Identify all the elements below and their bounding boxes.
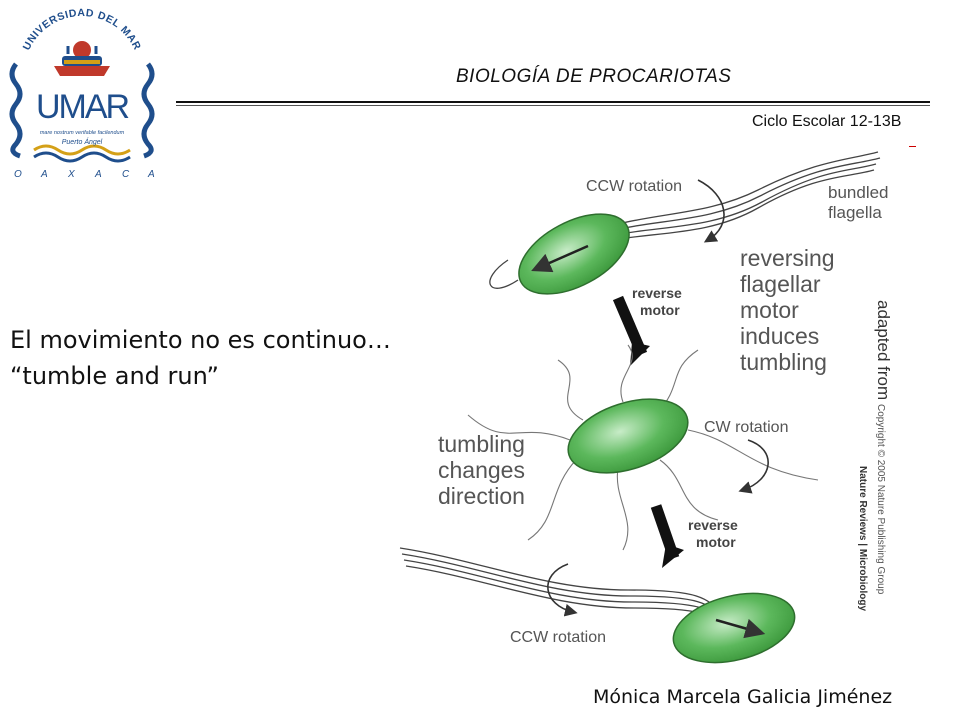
svg-text:motor: motor [740,297,799,323]
bacterium-bottom [672,592,796,664]
reversing-caption: reversing flagellar motor induces tumbli… [740,245,835,375]
svg-text:A: A [94,169,102,180]
bundled-label-2: flagella [828,203,882,222]
school-cycle: Ciclo Escolar 12-13B [752,113,902,130]
logo-signature: Puerto Ángel [62,137,103,146]
logo-state-name: O A X A C A [14,169,155,180]
header-rule [176,101,930,103]
red-dash-mark [909,146,916,147]
svg-text:adapted from: adapted from [874,300,893,400]
svg-text:A: A [40,169,48,180]
body-line-2: “tumble and run” [10,362,219,390]
svg-text:flagellar: flagellar [740,271,821,297]
slide-body: El movimiento no es continuo… “tumble an… [10,322,391,394]
cw-rotation-label: CW rotation [704,419,788,436]
svg-text:Nature Reviews | Microbiology: Nature Reviews | Microbiology [857,466,868,611]
reverse-motor-top-2: motor [640,302,680,318]
rotation-arrow-bottom [547,563,578,617]
svg-text:C: C [122,169,130,180]
figure-credit: adapted from Copyright © 2005 Nature Pub… [874,300,893,595]
ccw-rotation-top-label: CCW rotation [586,178,682,195]
svg-text:tumbling: tumbling [438,431,525,457]
svg-text:A: A [147,169,155,180]
svg-text:induces: induces [740,323,819,349]
svg-text:direction: direction [438,483,525,509]
svg-text:O: O [14,169,22,180]
universidad-del-mar-logo: UNIVERSIDAD DEL MAR UMAR mare nostrum ve… [9,7,155,180]
author-name: Mónica Marcela Galicia Jiménez [593,686,893,708]
tumbling-caption: tumbling changes direction [438,431,525,509]
logo-motto: mare nostrum verifable facilendum [40,130,125,136]
svg-text:changes: changes [438,457,525,483]
bacterium-top [518,213,630,295]
bacterium-middle [567,398,689,474]
rotation-arrow-top [697,179,725,243]
course-title: BIOLOGÍA DE PROCARIOTAS [456,66,732,87]
logo-monogram: UMAR [36,88,129,126]
tumble-and-run-diagram: CCW rotation bundled flagella reversing … [399,151,893,664]
reverse-motor-top-1: reverse [632,285,682,301]
logo-crest-icon [54,41,110,76]
bundled-label-1: bundled [828,183,889,202]
header-rule-thin [176,105,930,106]
figure-journal-credit: Nature Reviews | Microbiology [857,466,868,611]
body-line-1: El movimiento no es continuo… [10,326,391,354]
svg-text:reversing: reversing [740,245,835,271]
direction-arrow-bottom [715,618,766,639]
svg-text:X: X [67,169,75,180]
ccw-rotation-bottom-label: CCW rotation [510,629,606,646]
reverse-motor-bottom-2: motor [696,534,736,550]
flagella-splayed-middle [467,344,819,551]
svg-text:Copyright © 2005 Nature Publis: Copyright © 2005 Nature Publishing Group [875,404,886,595]
logo-waves-icon [33,144,131,163]
direction-arrow-top [531,244,589,273]
rotation-arrow-middle [738,439,769,494]
reverse-motor-bottom-1: reverse [688,517,738,533]
logo-chain-ornament [9,62,155,159]
svg-text:tumbling: tumbling [740,349,827,375]
